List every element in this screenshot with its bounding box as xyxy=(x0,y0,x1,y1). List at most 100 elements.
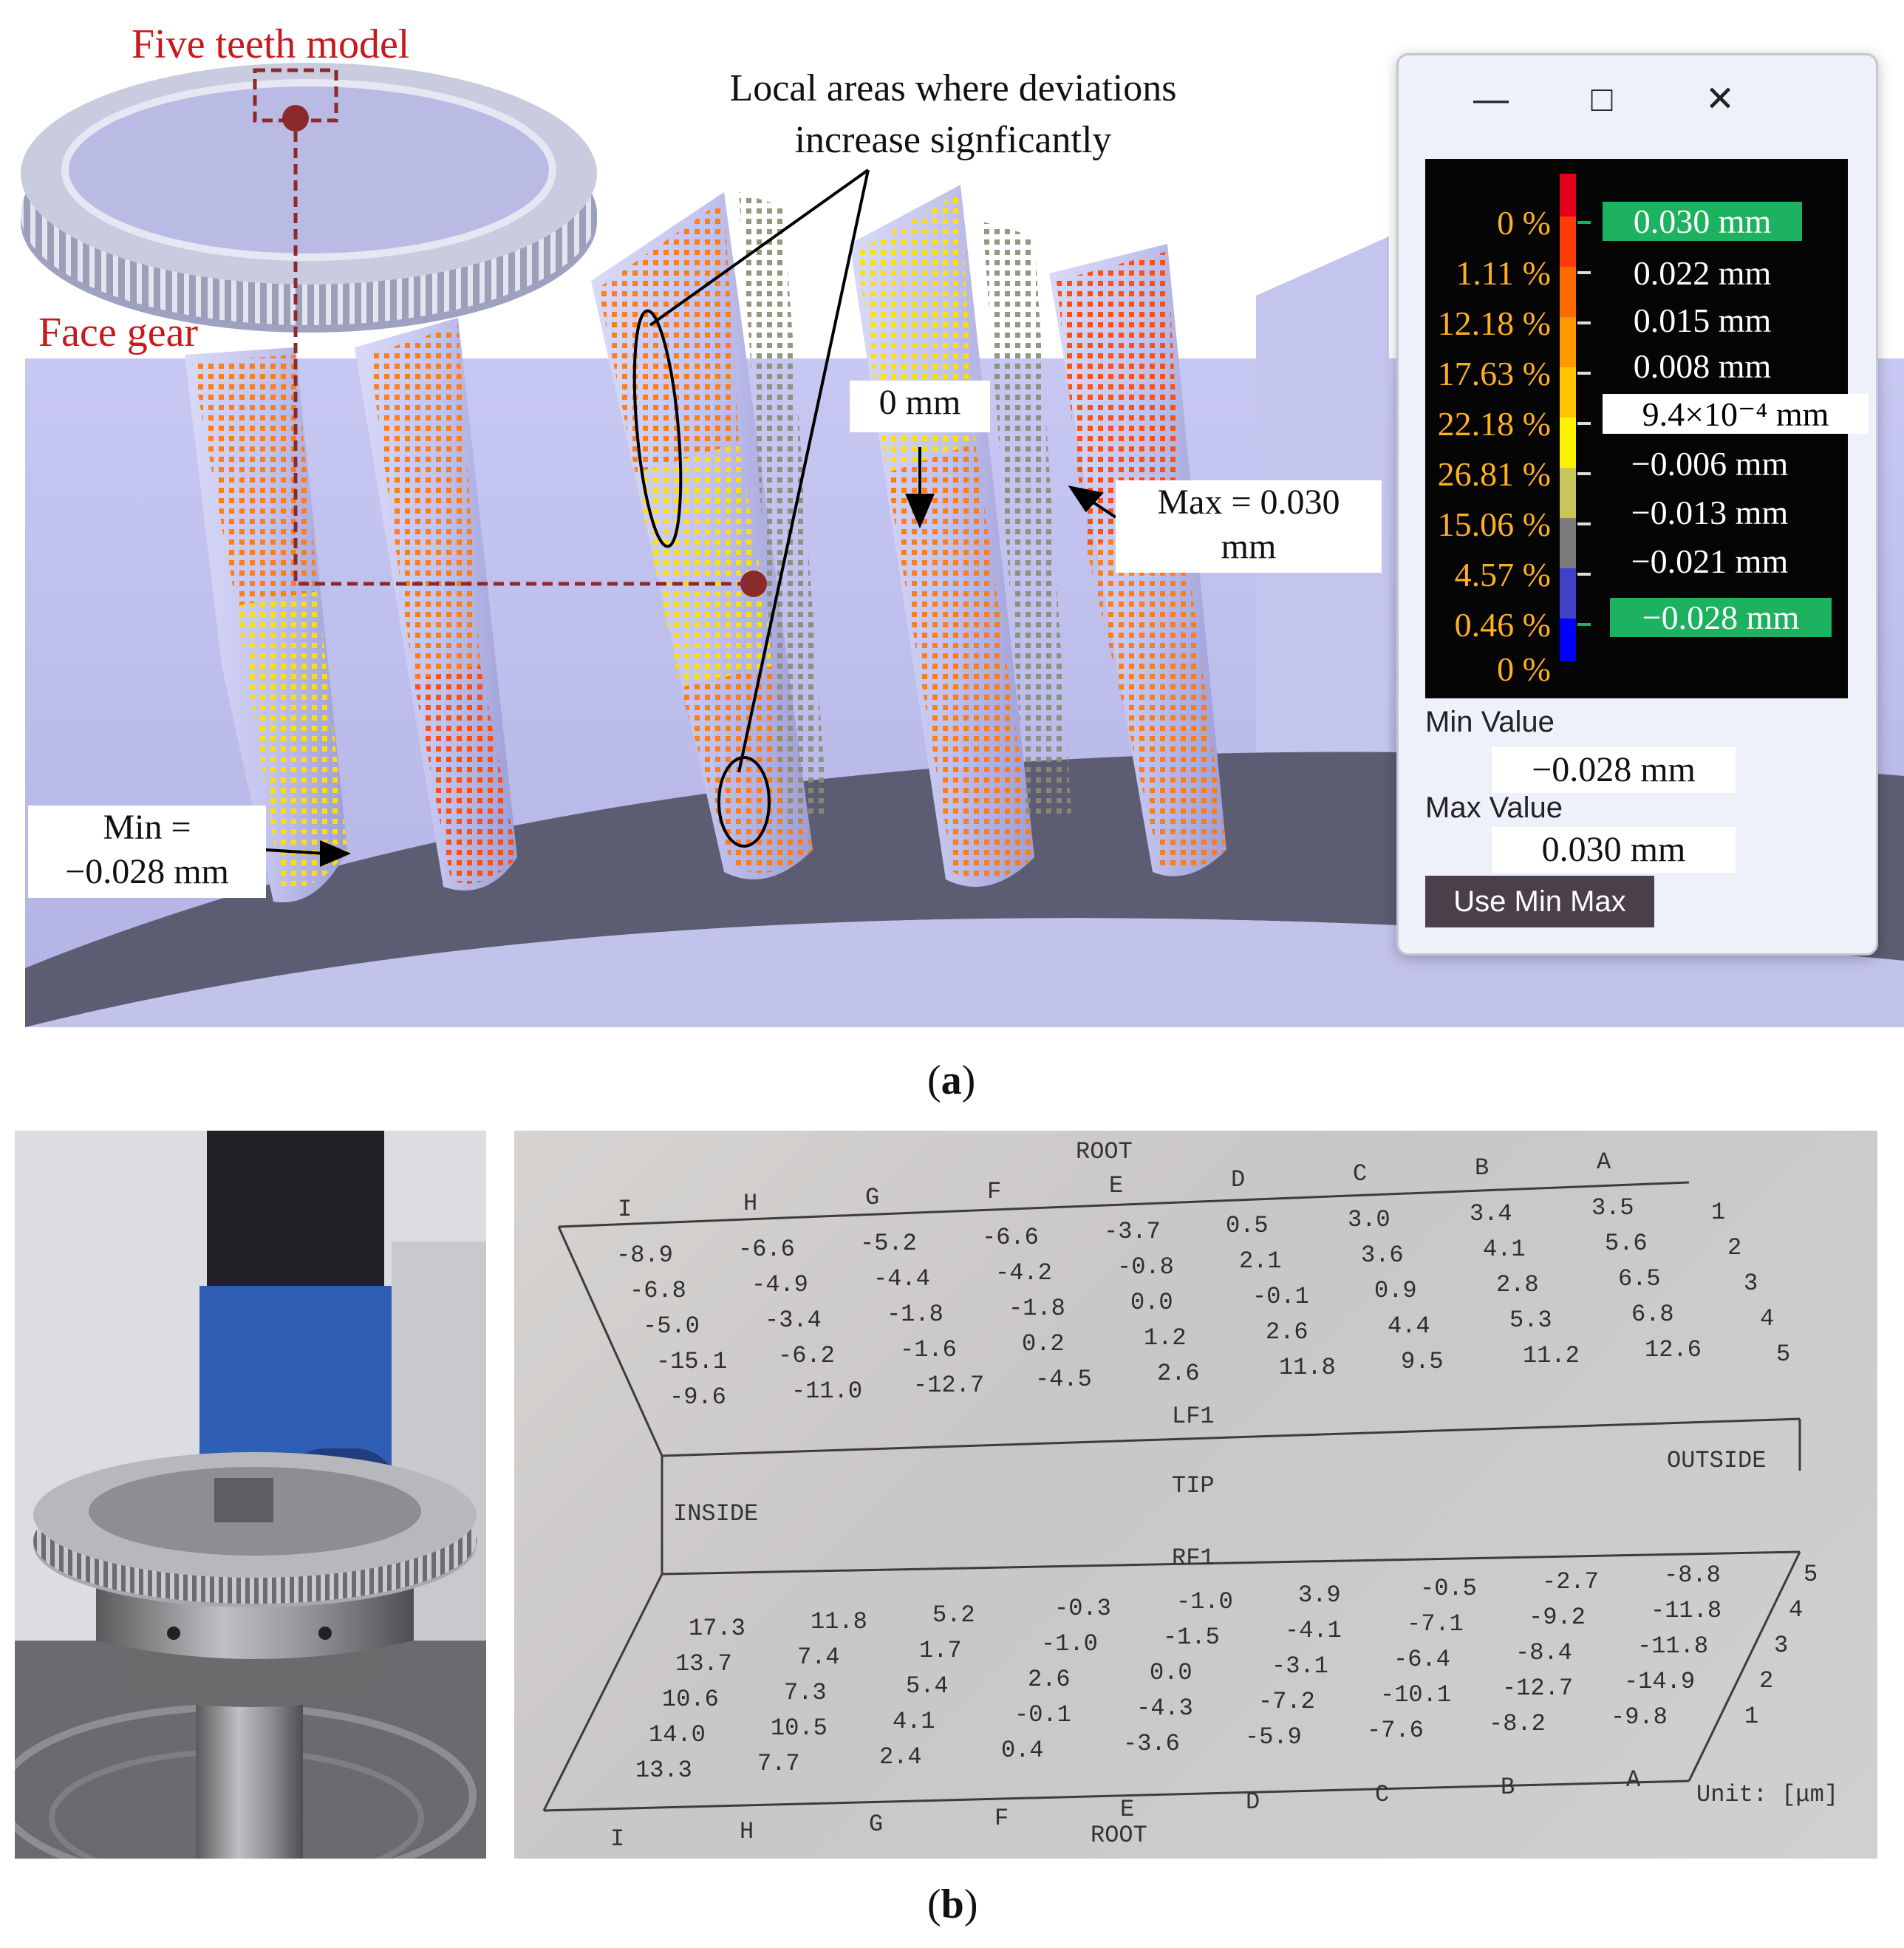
lf-cell: -15.1 xyxy=(656,1348,728,1375)
lf-row-number: 2 xyxy=(1727,1234,1742,1261)
rf-cell: -12.7 xyxy=(1502,1675,1574,1702)
col-bottom-I: I xyxy=(610,1825,625,1853)
inside-label: INSIDE xyxy=(673,1500,759,1528)
col-bottom-E: E xyxy=(1120,1796,1135,1823)
swatch-0 xyxy=(1560,174,1576,217)
lf-cell: 3.5 xyxy=(1591,1194,1634,1222)
lf-cell: -6.8 xyxy=(629,1277,686,1304)
close-icon[interactable]: ✕ xyxy=(1705,80,1736,119)
pct-3: 17.63 % xyxy=(1437,355,1551,392)
lf-cell: 1.2 xyxy=(1144,1324,1187,1352)
min-value-label: Min Value xyxy=(1425,706,1555,738)
rf-cell: -4.1 xyxy=(1285,1617,1342,1644)
lf-cell: 2.6 xyxy=(1157,1360,1200,1387)
rf-cell: 13.7 xyxy=(675,1650,732,1678)
rf-cell: 1.7 xyxy=(919,1637,962,1664)
col-top-A: A xyxy=(1597,1148,1611,1176)
lf-cell: -11.0 xyxy=(791,1377,863,1405)
lf-cell: -4.2 xyxy=(995,1259,1052,1287)
outside-label: OUTSIDE xyxy=(1667,1447,1767,1474)
rf-cell: -7.2 xyxy=(1258,1688,1315,1715)
lf-cell: -12.7 xyxy=(913,1372,985,1399)
rf-cell: 11.8 xyxy=(811,1608,867,1635)
swatch-8 xyxy=(1560,568,1576,619)
maximize-icon[interactable]: □ xyxy=(1591,80,1613,119)
swatch-4 xyxy=(1560,367,1576,418)
lf-row-number: 1 xyxy=(1711,1199,1726,1226)
rf-cell: 14.0 xyxy=(649,1721,706,1748)
local-areas-line1: Local areas where deviations xyxy=(729,67,1177,109)
lf-cell: -6.6 xyxy=(738,1236,795,1263)
lf-cell: 0.2 xyxy=(1022,1330,1065,1358)
min-value-field[interactable]: −0.028 mm xyxy=(1492,747,1736,793)
rf-cell: -10.1 xyxy=(1380,1681,1452,1709)
lf-cell: -4.4 xyxy=(873,1265,930,1293)
lf-cell: 2.8 xyxy=(1496,1271,1539,1298)
pct-7: 4.57 % xyxy=(1454,556,1551,593)
pct-8: 0.46 % xyxy=(1454,606,1551,644)
lf-row-number: 3 xyxy=(1744,1270,1758,1297)
min-label: Min = −0.028 mm xyxy=(28,806,266,898)
lf-cell: 9.5 xyxy=(1401,1348,1444,1375)
lf-cell: 5.6 xyxy=(1605,1230,1648,1257)
swatch-1 xyxy=(1560,217,1576,267)
lf-cell: 2.6 xyxy=(1266,1318,1308,1346)
face-gear-inset xyxy=(21,63,597,333)
rf-cell: 10.6 xyxy=(662,1686,719,1713)
col-top-H: H xyxy=(743,1190,758,1217)
max-value-field[interactable]: 0.030 mm xyxy=(1492,827,1736,873)
callout-lines xyxy=(265,168,1117,868)
rf-row-number: 1 xyxy=(1744,1703,1759,1730)
rf-cell: 2.4 xyxy=(879,1743,922,1771)
lf-cell: -4.9 xyxy=(751,1271,808,1298)
rf-cell: -5.9 xyxy=(1245,1723,1302,1751)
rf-cell: -8.8 xyxy=(1664,1562,1721,1589)
lf-cell: 0.0 xyxy=(1130,1289,1173,1316)
swatch-5 xyxy=(1560,418,1576,468)
lf-cell: 11.2 xyxy=(1523,1342,1580,1369)
legend-value-max: 0.030 mm xyxy=(1603,202,1802,241)
lf-cell: -1.8 xyxy=(1009,1295,1065,1322)
rf-cell: -0.3 xyxy=(1054,1595,1111,1622)
rf-row-number: 2 xyxy=(1759,1667,1774,1695)
lf-cell: -5.0 xyxy=(643,1312,700,1340)
legend-value-4: 9.4×10⁻⁴ mm xyxy=(1603,394,1869,434)
col-bottom-D: D xyxy=(1246,1788,1260,1816)
col-bottom-F: F xyxy=(994,1805,1009,1832)
printout-root-top: ROOT xyxy=(1076,1138,1133,1165)
use-min-max-button[interactable]: Use Min Max xyxy=(1425,876,1654,927)
swatch-9 xyxy=(1560,619,1576,661)
rf-cell: -3.1 xyxy=(1272,1652,1328,1680)
lf-cell: 6.8 xyxy=(1631,1301,1674,1328)
lf-cell: 6.5 xyxy=(1618,1265,1661,1293)
pct-1: 1.11 % xyxy=(1456,254,1551,292)
swatch-7 xyxy=(1560,518,1576,568)
swatch-2 xyxy=(1560,267,1576,317)
swatch-6 xyxy=(1560,468,1576,518)
lf-cell: 3.6 xyxy=(1361,1242,1404,1269)
rf-cell: -9.8 xyxy=(1611,1703,1668,1731)
rf-row-number: 5 xyxy=(1804,1561,1818,1588)
caption-b: (b) xyxy=(927,1881,978,1927)
unit-label: Unit: [μm] xyxy=(1696,1781,1839,1808)
rf-cell: -4.3 xyxy=(1136,1695,1193,1722)
col-bottom-G: G xyxy=(869,1811,884,1838)
rf-cell: -8.4 xyxy=(1515,1639,1572,1666)
rf-cell: -11.8 xyxy=(1651,1597,1722,1624)
rf-cell: 10.5 xyxy=(771,1714,828,1742)
gear-photo xyxy=(15,1131,486,1859)
minimize-icon[interactable]: — xyxy=(1473,80,1509,119)
col-top-F: F xyxy=(987,1178,1002,1205)
rf-cell: 7.7 xyxy=(757,1750,800,1777)
pct-2: 12.18 % xyxy=(1437,304,1551,342)
lf-cell: -1.6 xyxy=(900,1336,957,1363)
rf-cell: -0.5 xyxy=(1420,1575,1477,1602)
lf-cell: 0.5 xyxy=(1226,1212,1269,1239)
pct-4: 22.18 % xyxy=(1437,405,1551,443)
lf-cell: -0.8 xyxy=(1117,1253,1174,1281)
legend-value-5: −0.006 mm xyxy=(1631,445,1789,483)
col-bottom-A: A xyxy=(1626,1766,1641,1794)
rf-row-number: 3 xyxy=(1774,1632,1789,1659)
rf-cell: 3.9 xyxy=(1298,1581,1341,1609)
teeth xyxy=(185,185,1226,903)
